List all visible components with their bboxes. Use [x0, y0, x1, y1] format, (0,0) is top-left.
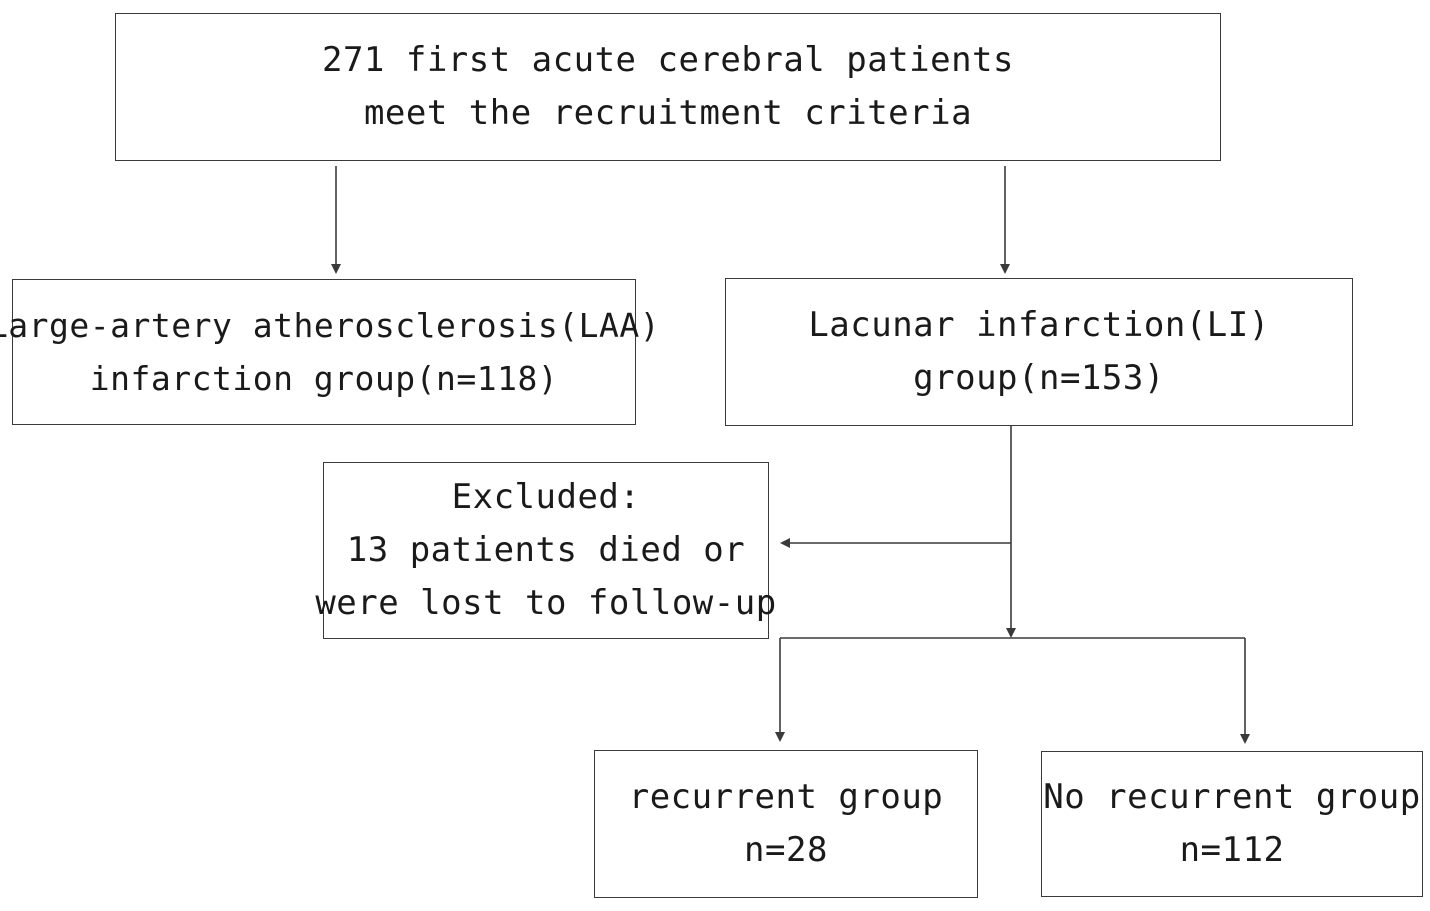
- excluded-line-1: Excluded:: [451, 477, 641, 517]
- recurrent-line-1: recurrent group: [628, 777, 944, 817]
- recurrent-line-2: n=28: [744, 830, 828, 870]
- no-recurrent-line-1: No recurrent group: [1043, 777, 1421, 817]
- arrowhead-trunk: [1006, 628, 1016, 638]
- laa-group-box: Large-artery atherosclerosis(LAA) infarc…: [0, 279, 660, 425]
- no-recurrent-group-box: No recurrent group n=112: [1041, 751, 1423, 897]
- li-group-box: Lacunar infarction(LI) group(n=153): [725, 278, 1353, 426]
- excluded-box: Excluded: 13 patients died or were lost …: [315, 462, 776, 639]
- arrowhead-excluded: [780, 538, 790, 548]
- root-patients-box: 271 first acute cerebral patients meet t…: [115, 13, 1221, 161]
- root-line-2: meet the recruitment criteria: [363, 93, 973, 133]
- no-recurrent-line-2: n=112: [1179, 830, 1285, 870]
- arrowhead-recurrent: [775, 732, 785, 742]
- arrowhead-li: [1000, 264, 1010, 274]
- excluded-line-2: 13 patients died or: [346, 530, 746, 570]
- li-line-1: Lacunar infarction(LI): [808, 305, 1270, 345]
- arrowhead-no-recurrent: [1240, 734, 1250, 744]
- li-line-2: group(n=153): [913, 358, 1165, 398]
- laa-line-1: Large-artery atherosclerosis(LAA): [0, 306, 661, 345]
- laa-line-2: infarction group(n=118): [89, 359, 559, 398]
- excluded-line-3: were lost to follow-up: [315, 583, 777, 623]
- recurrent-group-box: recurrent group n=28: [594, 750, 978, 898]
- arrowhead-laa: [331, 264, 341, 274]
- root-line-1: 271 first acute cerebral patients: [321, 40, 1014, 80]
